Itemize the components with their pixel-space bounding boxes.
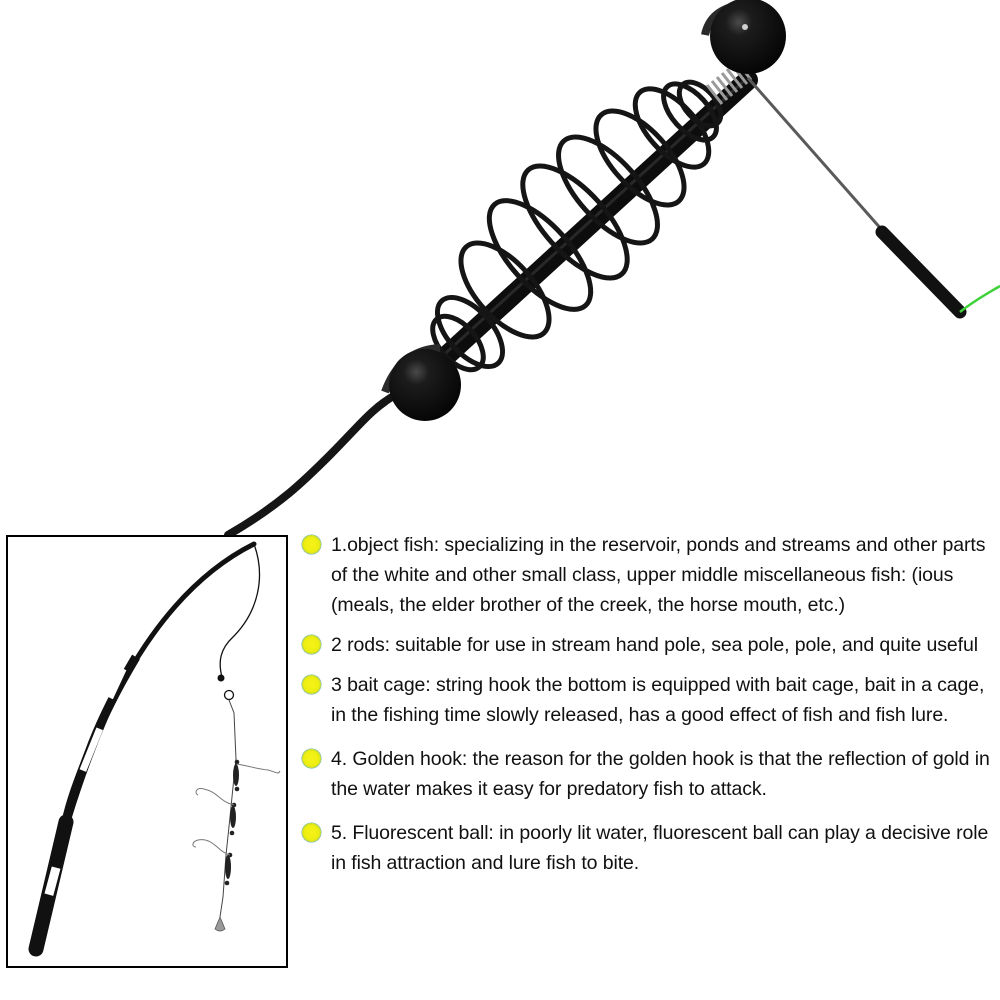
bullet-dot-icon (302, 635, 321, 654)
bullet-dot-icon (302, 749, 321, 768)
fishing-rod-illustration (28, 541, 281, 957)
feature-item-golden-hook: 4. Golden hook: the reason for the golde… (300, 744, 1000, 804)
feature-text: 1.object fish: specializing in the reser… (331, 534, 986, 616)
feature-item-bait-cage: 3 bait cage: string hook the bottom is e… (300, 670, 1000, 730)
inset-illustration-box (6, 535, 288, 968)
feature-text: 5. Fluorescent ball: in poorly lit water… (331, 822, 989, 874)
feature-text: 3 bait cage: string hook the bottom is e… (331, 674, 985, 726)
product-photo-feeder-cage (224, 0, 1000, 539)
feature-item-rods: 2 rods: suitable for use in stream hand … (300, 630, 1000, 660)
feature-text: 2 rods: suitable for use in stream hand … (331, 634, 978, 656)
feature-item-object-fish: 1.object fish: specializing in the reser… (300, 530, 1000, 620)
feature-text: 4. Golden hook: the reason for the golde… (331, 748, 990, 800)
feature-list: 1.object fish: specializing in the reser… (300, 530, 1000, 878)
bullet-dot-icon (302, 675, 321, 694)
feature-item-fluorescent-ball: 5. Fluorescent ball: in poorly lit water… (300, 818, 1000, 878)
bullet-dot-icon (302, 823, 321, 842)
bullet-dot-icon (302, 535, 321, 554)
